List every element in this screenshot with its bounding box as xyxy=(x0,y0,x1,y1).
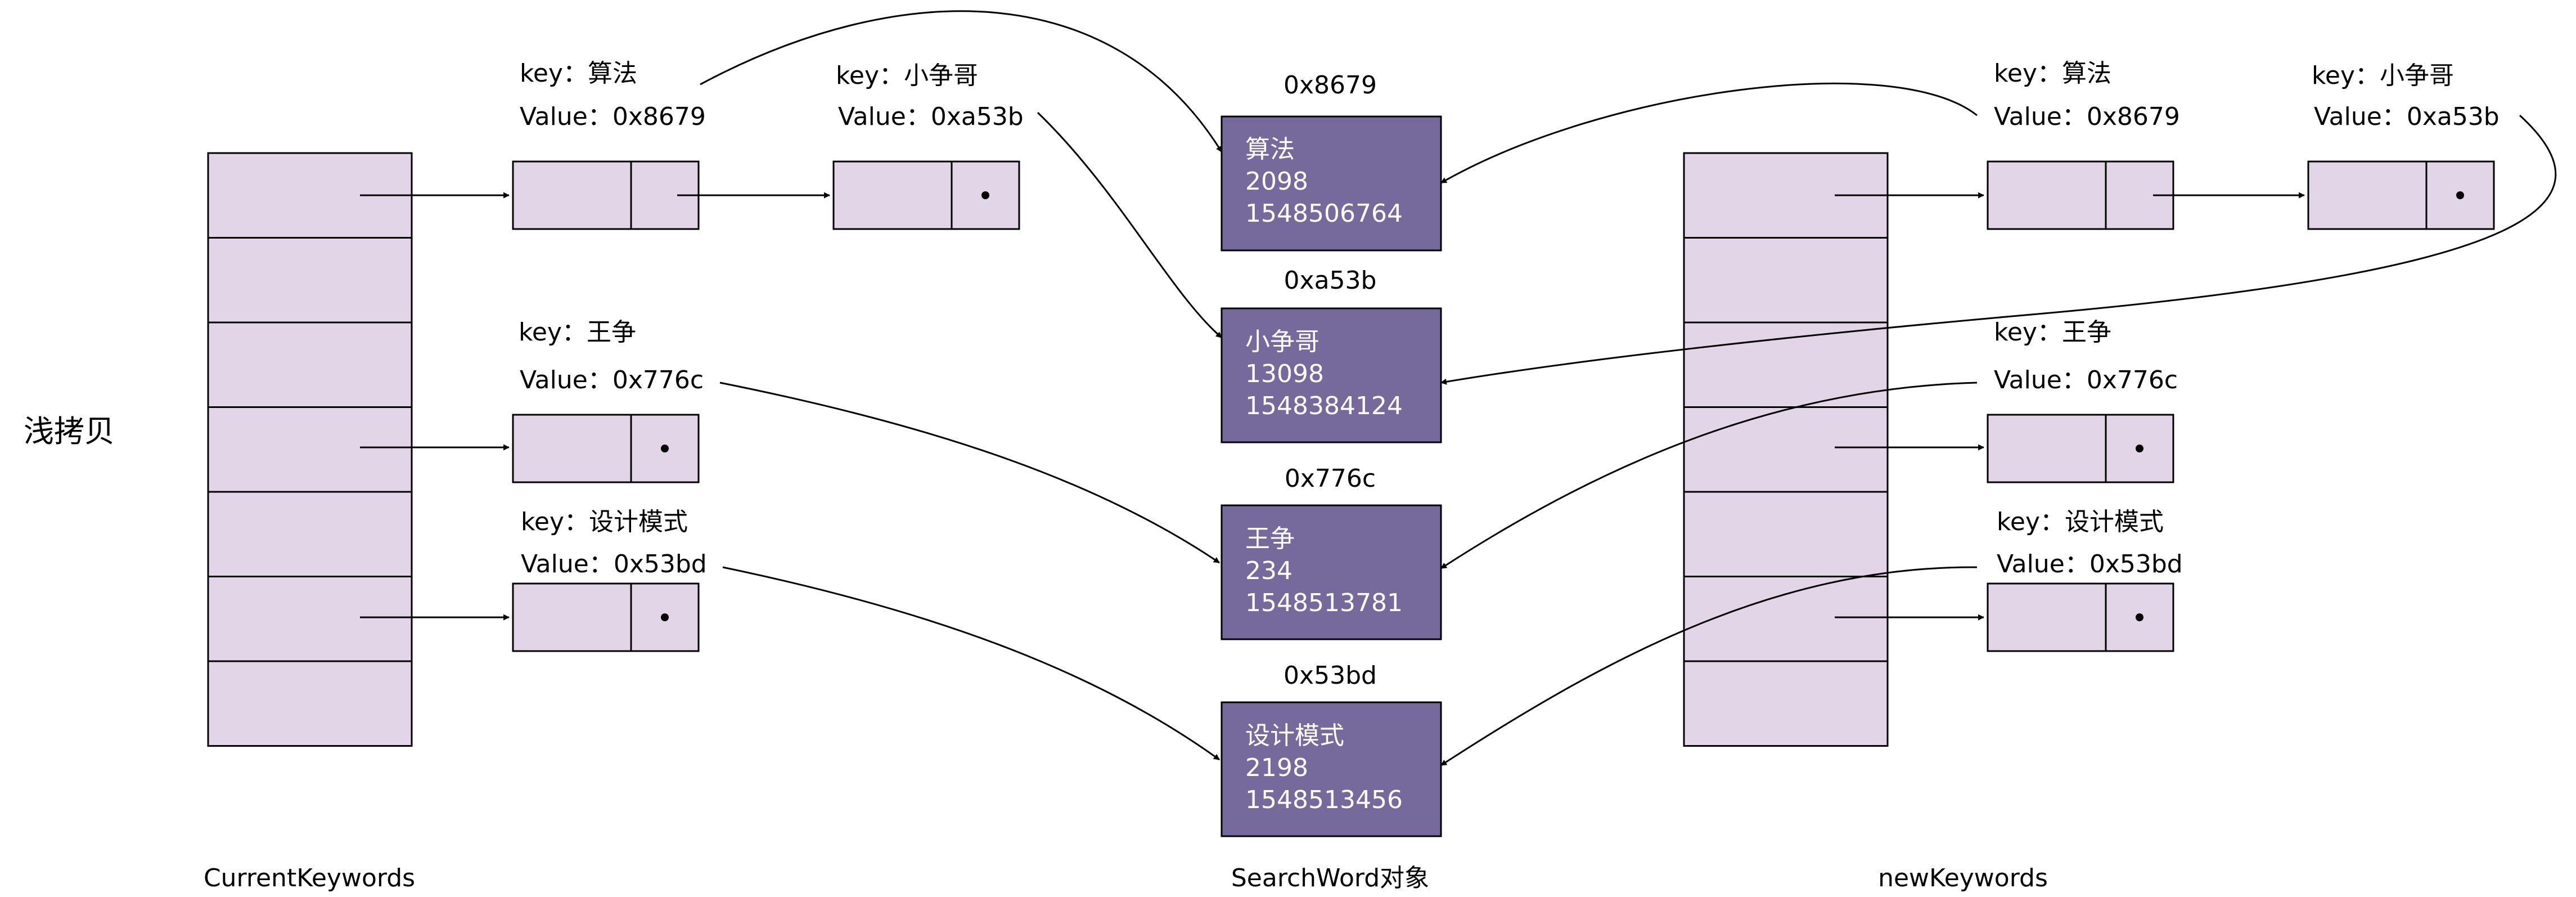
table-bucket xyxy=(207,321,413,408)
table-bucket xyxy=(207,576,413,662)
reference-arrow xyxy=(1440,114,2557,385)
right-value-label-4: Value：0x53bd xyxy=(1997,550,2183,578)
search-word-object: 0x53bd 设计模式 2198 1548513456 xyxy=(1221,661,1442,837)
object-count: 2198 xyxy=(1245,754,1308,782)
object-count: 13098 xyxy=(1245,360,1324,388)
left-value-label-4: Value：0x53bd xyxy=(521,550,707,578)
new-keywords-caption: newKeywords xyxy=(1878,864,2048,892)
table-bucket xyxy=(1683,660,1889,747)
object-name: 小争哥 xyxy=(1245,328,1319,356)
right-key-label-4: key：设计模式 xyxy=(1997,508,2164,536)
new-keywords-table xyxy=(1683,152,1889,747)
null-pointer-dot xyxy=(2136,613,2143,621)
reference-arrow xyxy=(1440,382,1978,569)
current-keywords-table xyxy=(207,152,413,747)
left-value-label-1: Value：0x8679 xyxy=(520,102,706,131)
object-address: 0x8679 xyxy=(1284,71,1377,100)
diagram-title: 浅拷贝 xyxy=(24,414,115,449)
search-word-objects: 0x8679 算法 2098 1548506764 0xa53b 小争哥 130… xyxy=(1221,71,1442,837)
reference-arrow xyxy=(722,566,1220,761)
object-timestamp: 1548384124 xyxy=(1245,392,1403,420)
object-box xyxy=(1221,115,1442,252)
current-keywords-caption: CurrentKeywords xyxy=(204,864,415,892)
table-bucket xyxy=(1683,321,1889,408)
null-pointer-dot xyxy=(2136,445,2143,452)
null-pointer-dot xyxy=(2456,191,2464,199)
object-count: 2098 xyxy=(1245,167,1308,196)
object-address: 0xa53b xyxy=(1284,266,1377,295)
table-bucket xyxy=(207,491,413,577)
right-value-label-1: Value：0x8679 xyxy=(1994,102,2180,131)
right-value-label-2: Value：0xa53b xyxy=(2314,102,2500,131)
object-timestamp: 1548513456 xyxy=(1245,786,1403,814)
left-value-label-2: Value：0xa53b xyxy=(838,102,1024,131)
left-key-label-4: key：设计模式 xyxy=(521,508,688,536)
object-address: 0x776c xyxy=(1285,464,1376,493)
left-entry-labels: key：算法 Value：0x8679 key：小争哥 Value：0xa53b… xyxy=(519,59,1024,578)
reference-arrow xyxy=(1037,111,1222,339)
table-bucket xyxy=(207,406,413,493)
object-box xyxy=(1221,701,1442,837)
null-pointer-dot xyxy=(661,613,669,621)
object-name: 算法 xyxy=(1245,135,1295,164)
left-key-label-3: key：王争 xyxy=(519,318,636,347)
right-key-label-3: key：王争 xyxy=(1994,318,2111,347)
right-key-label-1: key：算法 xyxy=(1994,59,2111,88)
right-value-label-3: Value：0x776c xyxy=(1994,366,2178,394)
object-name: 王争 xyxy=(1245,524,1295,553)
left-key-label-1: key：算法 xyxy=(520,59,637,88)
left-nodes xyxy=(512,160,1020,652)
reference-arrow xyxy=(700,10,1223,153)
null-pointer-dot xyxy=(981,191,989,199)
null-pointer-dot xyxy=(661,445,669,452)
object-name: 设计模式 xyxy=(1245,721,1344,750)
table-bucket xyxy=(207,237,413,324)
object-address: 0x53bd xyxy=(1284,661,1377,690)
left-value-label-3: Value：0x776c xyxy=(520,366,704,394)
object-count: 234 xyxy=(1245,557,1292,585)
left-key-label-2: key：小争哥 xyxy=(836,61,978,90)
right-nodes xyxy=(1987,160,2495,652)
connectors xyxy=(360,10,2557,766)
table-bucket xyxy=(207,660,413,747)
object-timestamp: 1548513781 xyxy=(1245,589,1403,617)
reference-arrow xyxy=(719,382,1220,564)
object-box xyxy=(1221,307,1442,443)
reference-arrow xyxy=(1440,566,1978,766)
table-bucket xyxy=(1683,406,1889,493)
list-node-next-cell xyxy=(951,160,1020,230)
search-word-object: 0x776c 王争 234 1548513781 xyxy=(1221,464,1442,640)
right-entry-labels: key：算法 Value：0x8679 key：小争哥 Value：0xa53b… xyxy=(1994,59,2500,578)
search-word-object: 0xa53b 小争哥 13098 1548384124 xyxy=(1221,266,1442,443)
search-word-object: 0x8679 算法 2098 1548506764 xyxy=(1221,71,1442,252)
right-key-label-2: key：小争哥 xyxy=(2312,61,2454,90)
table-bucket xyxy=(1683,576,1889,662)
table-bucket xyxy=(1683,237,1889,324)
object-box xyxy=(1221,504,1442,640)
search-word-caption: SearchWord对象 xyxy=(1231,864,1429,892)
reference-arrow xyxy=(1440,82,1978,184)
table-bucket xyxy=(1683,491,1889,577)
object-timestamp: 1548506764 xyxy=(1245,199,1403,228)
